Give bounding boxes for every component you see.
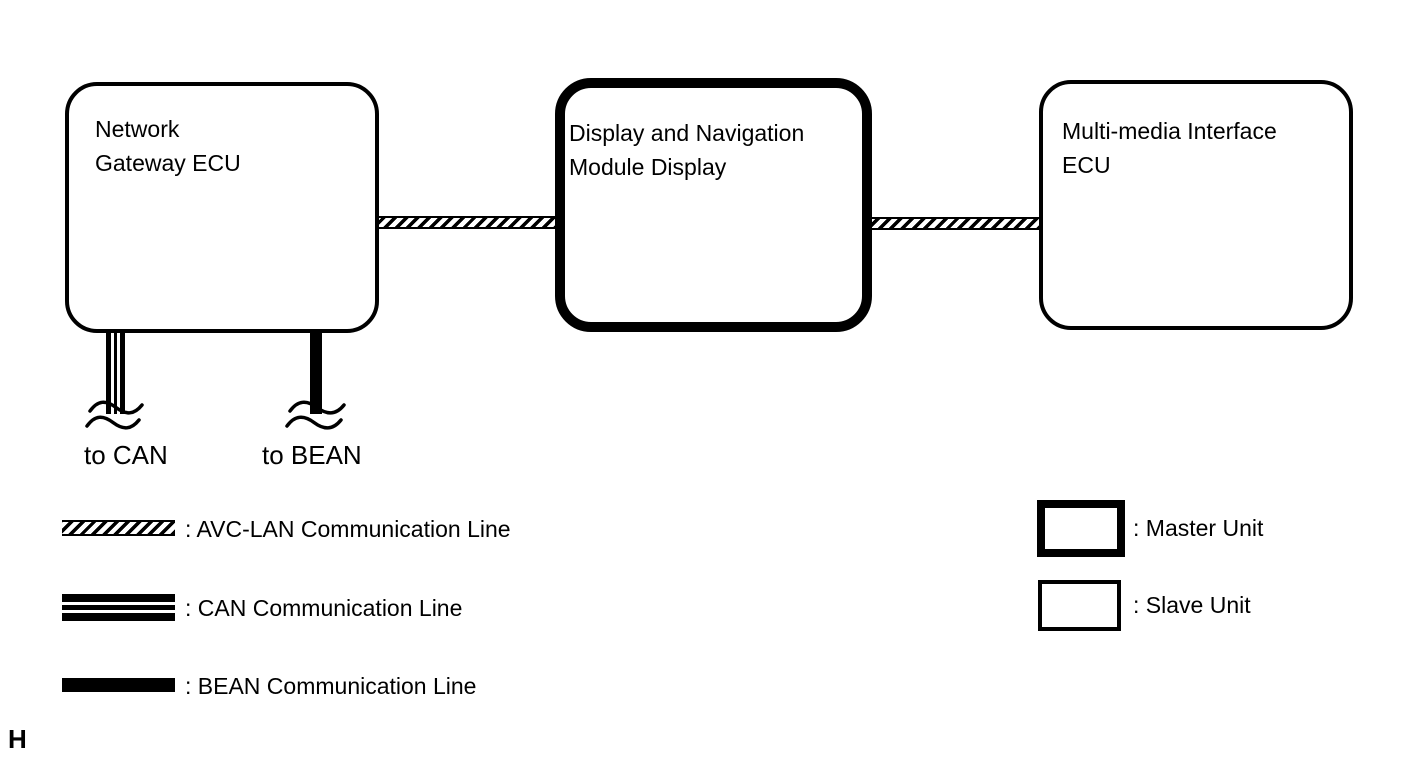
node-label-line2: ECU (1062, 152, 1111, 178)
node-network-gateway-ecu: Network Gateway ECU (65, 82, 379, 333)
avclan-connection-2 (869, 217, 1041, 230)
node-label-line1: Display and Navigation (569, 120, 805, 146)
page-marker: H (8, 724, 27, 754)
node-multi-media-interface-ecu: Multi-media Interface ECU (1039, 80, 1353, 330)
bean-line-break-icon (285, 400, 346, 430)
can-stub-line (106, 330, 125, 414)
can-line-swatch (62, 594, 175, 621)
bean-line-swatch (62, 678, 175, 692)
to-bean-label: to BEAN (262, 440, 362, 470)
slave-unit-label: : Slave Unit (1133, 592, 1251, 618)
bean-stub-line (310, 330, 322, 414)
can-line-label: : CAN Communication Line (185, 595, 463, 621)
bean-line-label: : BEAN Communication Line (185, 673, 477, 699)
avclan-line-label: : AVC-LAN Communication Line (185, 516, 511, 542)
node-label: Multi-media Interface ECU (1062, 114, 1277, 182)
master-unit-label: : Master Unit (1133, 515, 1264, 541)
slave-unit-swatch (1038, 580, 1121, 631)
can-line-break-icon (85, 400, 144, 430)
node-label-line1: Multi-media Interface (1062, 118, 1277, 144)
to-can-label: to CAN (84, 440, 168, 470)
node-label: Display and Navigation Module Display (569, 116, 804, 184)
node-label: Network Gateway ECU (95, 112, 241, 180)
avclan-line-swatch (62, 520, 175, 536)
avclan-connection-1 (378, 216, 558, 229)
node-label-line1: Network (95, 116, 180, 142)
node-label-line2: Gateway ECU (95, 150, 241, 176)
node-label-line2: Module Display (569, 154, 727, 180)
master-unit-swatch (1037, 500, 1125, 557)
node-display-navigation-module-display: Display and Navigation Module Display (555, 78, 872, 332)
